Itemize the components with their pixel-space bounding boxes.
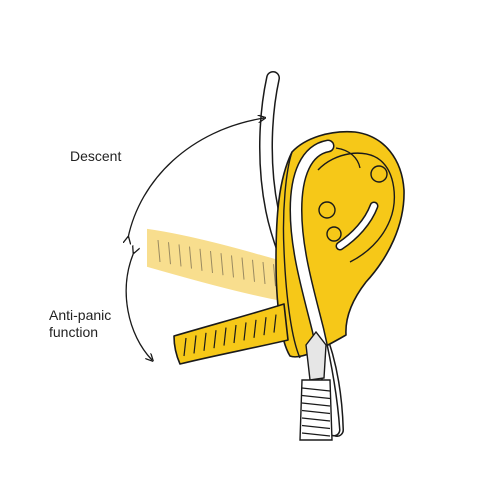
handle-ridge	[263, 317, 267, 336]
handle-descent-position	[147, 228, 283, 302]
carabiner-coil	[301, 409, 331, 415]
anti-panic-arrow	[125, 252, 152, 360]
handle-ridge	[243, 322, 247, 341]
anti-panic-label: Anti-panic function	[49, 307, 111, 341]
handle-ridge	[223, 327, 227, 346]
ghost-ridge	[262, 261, 266, 285]
handle-body	[173, 303, 289, 365]
carabiner-coil	[301, 424, 331, 430]
handle-anti-panic-position	[173, 303, 289, 365]
ghost-handle-ridges	[157, 239, 276, 287]
device-pivot-lower	[326, 226, 342, 242]
ghost-ridge	[252, 259, 255, 282]
handle-ridge	[233, 324, 237, 344]
anti-panic-label-line1: Anti-panic	[49, 307, 112, 323]
carabiner-sleeve-coils	[301, 387, 331, 437]
carabiner	[299, 330, 333, 441]
ghost-ridge	[273, 264, 276, 287]
ghost-ridge	[168, 242, 171, 265]
device-side-plate	[282, 151, 301, 359]
carabiner-coil	[301, 394, 331, 400]
handle-ridge	[213, 330, 217, 349]
ghost-ridge	[231, 255, 234, 278]
ghost-ridge	[241, 257, 245, 280]
handle-ridge	[193, 335, 197, 354]
handle-ridge	[273, 314, 277, 333]
carabiner-gate	[305, 330, 327, 381]
carabiner-coil	[301, 402, 331, 407]
device-pivot-middle	[318, 201, 336, 219]
descent-arrow	[128, 118, 264, 238]
handle-ridge	[203, 332, 207, 351]
ghost-handle-body	[147, 228, 283, 302]
handle-ridge	[253, 319, 257, 338]
ghost-ridge	[220, 253, 224, 276]
carabiner-coil	[301, 387, 331, 392]
ghost-ridge	[178, 244, 182, 267]
carabiner-spine	[299, 379, 333, 441]
device-pivot-top	[370, 165, 388, 183]
carabiner-coil	[301, 432, 331, 437]
carabiner-coil	[301, 417, 331, 422]
device-cam	[317, 152, 395, 263]
anti-panic-label-line2: function	[49, 324, 99, 340]
handle-ridges	[183, 314, 277, 357]
ghost-ridge	[189, 246, 192, 269]
descent-label: Descent	[70, 148, 122, 164]
handle-ridge	[183, 337, 187, 357]
ghost-ridge	[210, 250, 213, 274]
ghost-ridge	[199, 248, 203, 271]
